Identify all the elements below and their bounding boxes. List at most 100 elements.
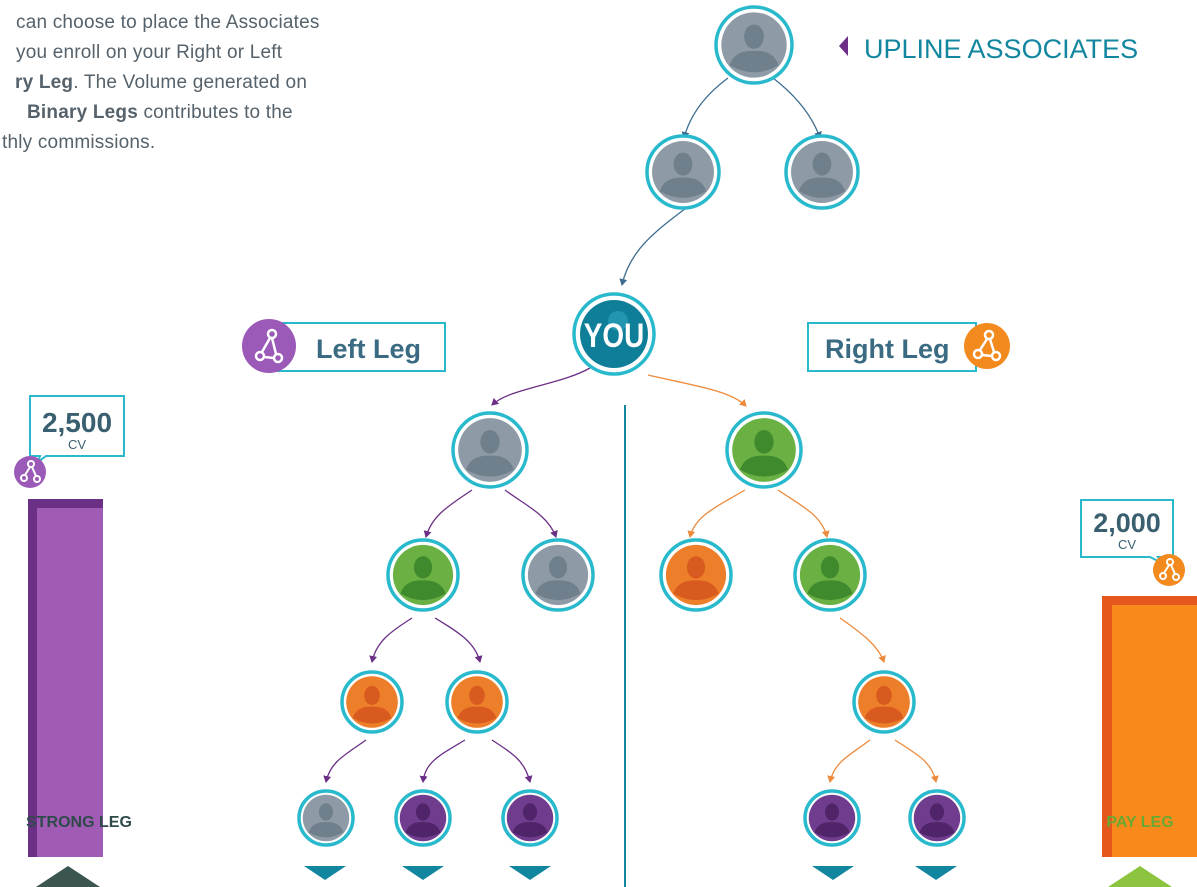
person-body-icon (919, 822, 955, 838)
person-head-icon (824, 803, 840, 821)
strong-leg-bar-group: 2,500 CV STRONG LEG (14, 395, 132, 887)
connector-r1-left (687, 489, 746, 538)
intro-line-1: can choose to place the Associates (16, 12, 320, 33)
person-head-icon (876, 685, 892, 706)
person-head-icon (480, 430, 500, 454)
intro-bold-binary-leg: ry Leg (15, 72, 74, 93)
left-leg-network-icon (242, 319, 296, 373)
connector-you-left (491, 367, 591, 406)
strong-leg-value-callout (29, 395, 125, 465)
connector-you-right (647, 374, 747, 407)
pay-leg-unit: CV (1118, 537, 1136, 552)
person-head-icon (686, 556, 706, 579)
person-body-icon (352, 706, 392, 724)
avatar-grey-node (714, 5, 794, 85)
intro-line-3-rest: . The Volume generated on (73, 72, 308, 93)
upline-pointer-icon (839, 36, 848, 56)
person-body-icon (740, 455, 788, 477)
upline-label: UPLINE ASSOCIATES (864, 34, 1138, 64)
continue-down-icon (509, 866, 551, 880)
avatar-orange-node (852, 670, 916, 734)
intro-line-3: ry Leg. The Volume generated on (0, 68, 420, 98)
person-body-icon (673, 580, 719, 601)
continue-down-icon (402, 866, 444, 880)
avatar-green-node (725, 411, 803, 489)
connector-r3-right (894, 739, 939, 783)
intro-line-4: Binary Legs contributes to the (0, 98, 420, 128)
continue-down-icon (304, 866, 346, 880)
connector-l2-right (434, 617, 483, 663)
person-head-icon (548, 556, 568, 579)
avatar-orange-node (659, 538, 733, 612)
strong-leg-unit: CV (68, 437, 86, 452)
intro-line-4-rest: contributes to the (137, 102, 293, 123)
person-body-icon (405, 822, 441, 838)
connector-r2 (839, 617, 886, 663)
strong-leg-bar (37, 508, 103, 857)
person-head-icon (364, 685, 380, 706)
person-body-icon (864, 706, 904, 724)
intro-line-2: you enroll on your Right or Left (16, 42, 283, 63)
person-head-icon (469, 685, 485, 706)
intro-paragraph: can choose to place the Associates you e… (0, 8, 420, 158)
pay-leg-bar (1112, 605, 1197, 857)
person-head-icon (413, 556, 433, 579)
intro-bold-binary-legs: Binary Legs (27, 102, 138, 123)
strong-leg-triangle-icon (36, 866, 100, 887)
right-leg-label: Right Leg (825, 334, 949, 364)
person-head-icon (415, 803, 431, 821)
connector-to-you (619, 204, 691, 286)
connector-l3-c (491, 739, 533, 783)
continuation-markers (304, 866, 957, 880)
person-body-icon (659, 177, 707, 198)
person-body-icon (729, 50, 779, 73)
person-head-icon (673, 152, 693, 176)
person-head-icon (812, 152, 832, 176)
person-head-icon (318, 803, 334, 821)
person-body-icon (535, 580, 581, 601)
strong-leg-caption: STRONG LEG (26, 814, 132, 831)
strong-leg-value: 2,500 (42, 407, 112, 438)
connector-upline-right (772, 77, 822, 139)
connector-l1-right (504, 489, 558, 538)
avatar-orange-node (340, 670, 404, 734)
person-head-icon (929, 803, 945, 821)
tree-connectors (323, 77, 939, 783)
avatar-grey-node (297, 789, 355, 847)
person-body-icon (814, 822, 850, 838)
avatar-grey-node (521, 538, 595, 612)
avatar-purple-node (803, 789, 861, 847)
you-node: YOU (572, 292, 656, 376)
continue-down-icon (812, 866, 854, 880)
right-leg-network-icon (964, 323, 1010, 369)
connector-l1-left (423, 489, 473, 538)
connector-upline-left (681, 77, 729, 139)
avatar-purple-node (394, 789, 452, 847)
person-body-icon (308, 822, 344, 838)
person-body-icon (457, 706, 497, 724)
pay-leg-caption: PAY LEG (1106, 814, 1173, 831)
person-head-icon (820, 556, 840, 579)
right-leg-badge: Right Leg (807, 322, 1010, 372)
connector-r1-right (777, 489, 830, 538)
pay-leg-bar-group: 2,000 CV PAY LEG (1080, 499, 1197, 887)
avatar-orange-node (445, 670, 509, 734)
avatar-grey-node (451, 411, 529, 489)
person-head-icon (522, 803, 538, 821)
avatar-grey-node (784, 134, 860, 210)
connector-l3-a (323, 739, 367, 783)
left-leg-label: Left Leg (316, 334, 421, 364)
avatar-nodes (297, 5, 966, 847)
person-body-icon (400, 580, 446, 601)
connector-r3-left (827, 739, 871, 783)
avatar-purple-node (501, 789, 559, 847)
avatar-green-node (386, 538, 460, 612)
avatar-purple-node (908, 789, 966, 847)
you-label: YOU (584, 316, 644, 354)
intro-line-5: thly commissions. (2, 132, 156, 153)
avatar-green-node (793, 538, 867, 612)
pay-leg-triangle-icon (1108, 866, 1172, 887)
left-leg-badge: Left Leg (242, 319, 446, 373)
pay-leg-value: 2,000 (1093, 508, 1161, 538)
